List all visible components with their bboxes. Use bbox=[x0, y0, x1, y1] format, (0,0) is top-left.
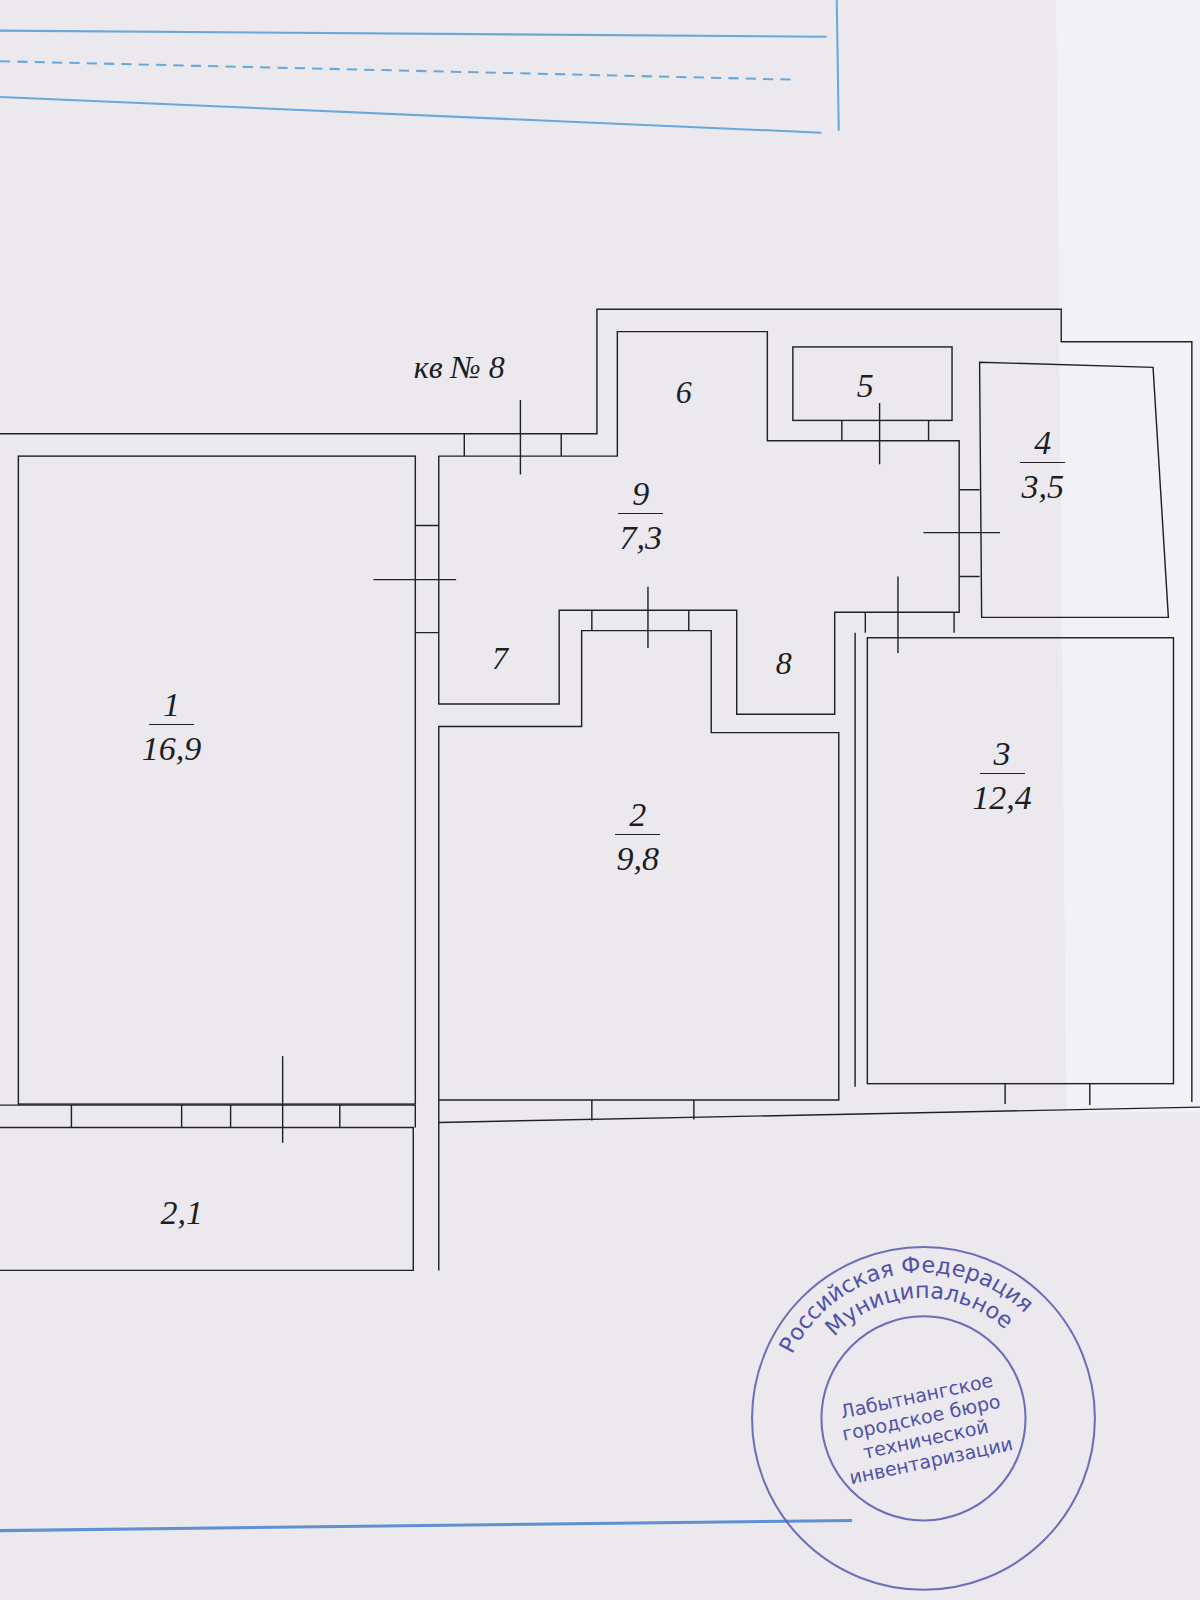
room-box: 97,3 bbox=[612, 472, 669, 559]
form-lines bbox=[0, 0, 839, 133]
room-box: 5 bbox=[851, 364, 880, 407]
room-label: 2,1 bbox=[160, 1193, 203, 1232]
stamp bbox=[752, 1247, 1095, 1590]
room-box: 116,9 bbox=[136, 683, 208, 770]
walls bbox=[0, 309, 1200, 1270]
plan-label: 8 bbox=[776, 646, 792, 681]
paper-fold bbox=[1056, 0, 1200, 1112]
room-number: 4 bbox=[1020, 423, 1065, 463]
room-box: 29,8 bbox=[609, 793, 666, 880]
form-line bbox=[0, 1520, 852, 1530]
room-area: 9,8 bbox=[617, 839, 660, 878]
room-area: 16,9 bbox=[142, 729, 202, 768]
room-number: 1 bbox=[149, 685, 194, 725]
room-box: 43,5 bbox=[1014, 421, 1071, 508]
room-number: 2 bbox=[615, 795, 660, 835]
plan-label: кв № 8 bbox=[414, 350, 505, 385]
stamp-text: Лабытнангское городское бюро технической… bbox=[834, 1369, 1014, 1489]
room-area: 3,5 bbox=[1022, 467, 1065, 506]
room-area: 7,3 bbox=[620, 518, 663, 557]
room-box: 2,1 bbox=[154, 1191, 209, 1234]
door-marks bbox=[283, 400, 1000, 1143]
door-ticks bbox=[415, 420, 979, 632]
stamp-text: Российская Федерация bbox=[774, 1251, 1039, 1357]
room-area: 12,4 bbox=[972, 778, 1032, 817]
plan-label: 6 bbox=[676, 375, 692, 410]
stamp-text: Муниципальное bbox=[820, 1277, 1019, 1341]
room-number: 9 bbox=[618, 474, 663, 514]
room-box: 312,4 bbox=[966, 732, 1038, 819]
stamp-text: Российская ФедерацияМуниципальное bbox=[774, 1251, 1039, 1357]
room-label: 5 bbox=[857, 366, 874, 405]
plan-label: 7 bbox=[492, 641, 508, 676]
room-number: 3 bbox=[980, 734, 1025, 774]
window-ticks bbox=[71, 1084, 1089, 1128]
